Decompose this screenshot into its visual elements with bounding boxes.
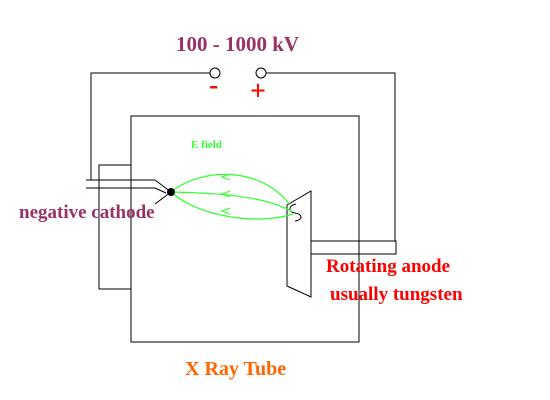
cathode-lead-inner [154,187,167,194]
filament-coil [289,203,302,222]
rotating-anode [286,190,312,298]
anode-label-line2: usually tungsten [330,284,463,305]
negative-terminal [209,67,221,79]
e-field-arrow-top [220,173,231,181]
e-field-label: E field [191,139,222,151]
cathode-label: negative cathode [19,202,155,223]
positive-terminal [255,67,267,79]
e-field-arrow-bottom [220,207,231,215]
anode-stem [310,240,397,255]
voltage-label: 100 - 1000 kV [176,32,300,56]
positive-wire [266,72,396,241]
diagram-title: X Ray Tube [185,358,287,380]
tube-body [130,115,360,343]
anode-label-line1: Rotating anode [326,256,451,277]
plus-sign: + [250,76,266,107]
cathode-point [167,188,175,196]
e-field-arrow-middle [220,190,231,198]
cathode-housing [98,164,131,290]
minus-sign: - [209,70,219,101]
e-field-line-bottom [170,191,294,220]
e-field-line-middle [170,191,294,213]
e-field-lines [170,173,294,220]
negative-wire [90,72,210,180]
e-field-line-top [170,173,291,206]
